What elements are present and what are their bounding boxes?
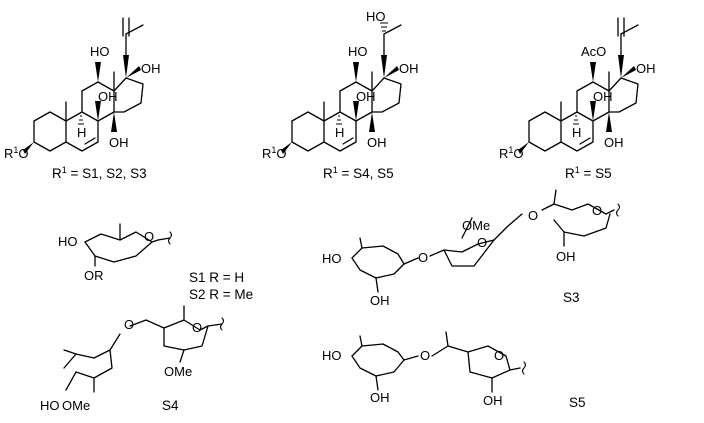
s5-o-link: O [420, 348, 430, 363]
s4-right-ring-o: O [192, 320, 202, 335]
s1-legend-line-1: S1 R = H [189, 270, 244, 285]
steroid-1-c3-label: R1O [4, 145, 29, 161]
s1-ho-label: HO [58, 234, 78, 249]
s1-or-label: OR [84, 268, 104, 283]
steroid-2-h-label: H [335, 125, 344, 140]
sugar-s3: HO OH O OMe O O O OH S3 [322, 189, 621, 308]
s4-ho-label: HO [40, 398, 60, 413]
steroid-structure-3: AcO OH OH OH H R1O R1 = S5 [499, 17, 656, 181]
steroid-1-c12-label: HO [90, 44, 110, 59]
s3-ome-label: OMe [462, 218, 490, 233]
steroid-3-c17-oh-label: OH [636, 61, 656, 76]
steroid-2-caption: R1 = S4, S5 [323, 165, 394, 181]
sugar-s1-s2: O HO OR S1 R = H S2 R = Me [58, 223, 253, 302]
steroid-1-c14-oh-label: OH [109, 135, 129, 150]
steroid-1-c17-oh-label: OH [141, 61, 161, 76]
s3-label: S3 [563, 290, 580, 305]
s5-right-ring-o: O [494, 348, 504, 363]
steroid-2-c17-oh-label: OH [399, 61, 419, 76]
steroid-2-c12-label: HO [348, 44, 368, 59]
s3-ring-o-label: O [477, 235, 487, 250]
steroid-2-c20-ho-label: HO [366, 9, 386, 24]
s4-label: S4 [162, 398, 179, 413]
s3-o-link-1: O [418, 250, 428, 265]
s4-ome-right-label: OMe [164, 364, 192, 379]
s5-oh-left-label: OH [370, 390, 390, 405]
sugar-s5: HO OH O O OH S5 [322, 331, 586, 410]
steroid-3-c12-acetate-label: AcO [581, 44, 606, 59]
steroid-3-c3-label: R1O [499, 145, 524, 161]
s4-ome-left-label: OMe [62, 398, 90, 413]
s3-oh-left-label: OH [370, 293, 390, 308]
s5-oh-right-label: OH [483, 393, 503, 408]
s3-ho-label: HO [322, 251, 342, 266]
s3-oh-right-label: OH [556, 249, 576, 264]
sugar-s4: O O OMe HO OMe S4 [40, 305, 225, 413]
s1-legend-line-2: S2 R = Me [189, 287, 253, 302]
steroid-3-caption: R1 = S5 [565, 165, 612, 181]
steroid-1-c8-oh-label: OH [98, 89, 118, 104]
steroid-2-c14-oh-label: OH [367, 135, 387, 150]
s4-o-link: O [124, 317, 134, 332]
s3-right-ring-o: O [592, 203, 602, 218]
steroid-1-h-label: H [77, 125, 86, 140]
s5-label: S5 [569, 395, 586, 410]
steroid-2-c8-oh-label: OH [356, 89, 376, 104]
s1-ring-o: O [144, 229, 154, 244]
steroid-structure-1: HO OH OH OH H R1O R1 = S1, S2, S3 [4, 17, 161, 181]
steroid-3-c8-oh-label: OH [593, 89, 613, 104]
steroid-2-c3-label: R1O [262, 145, 287, 161]
steroid-3-h-label: H [572, 125, 581, 140]
s3-o-link-2: O [528, 208, 538, 223]
steroid-1-caption: R1 = S1, S2, S3 [52, 165, 147, 181]
s5-ho-label: HO [322, 348, 342, 363]
steroid-3-c14-oh-label: OH [604, 135, 624, 150]
steroid-structure-2: HO HO OH OH OH H R1O R1 = S4, S5 [262, 9, 419, 181]
